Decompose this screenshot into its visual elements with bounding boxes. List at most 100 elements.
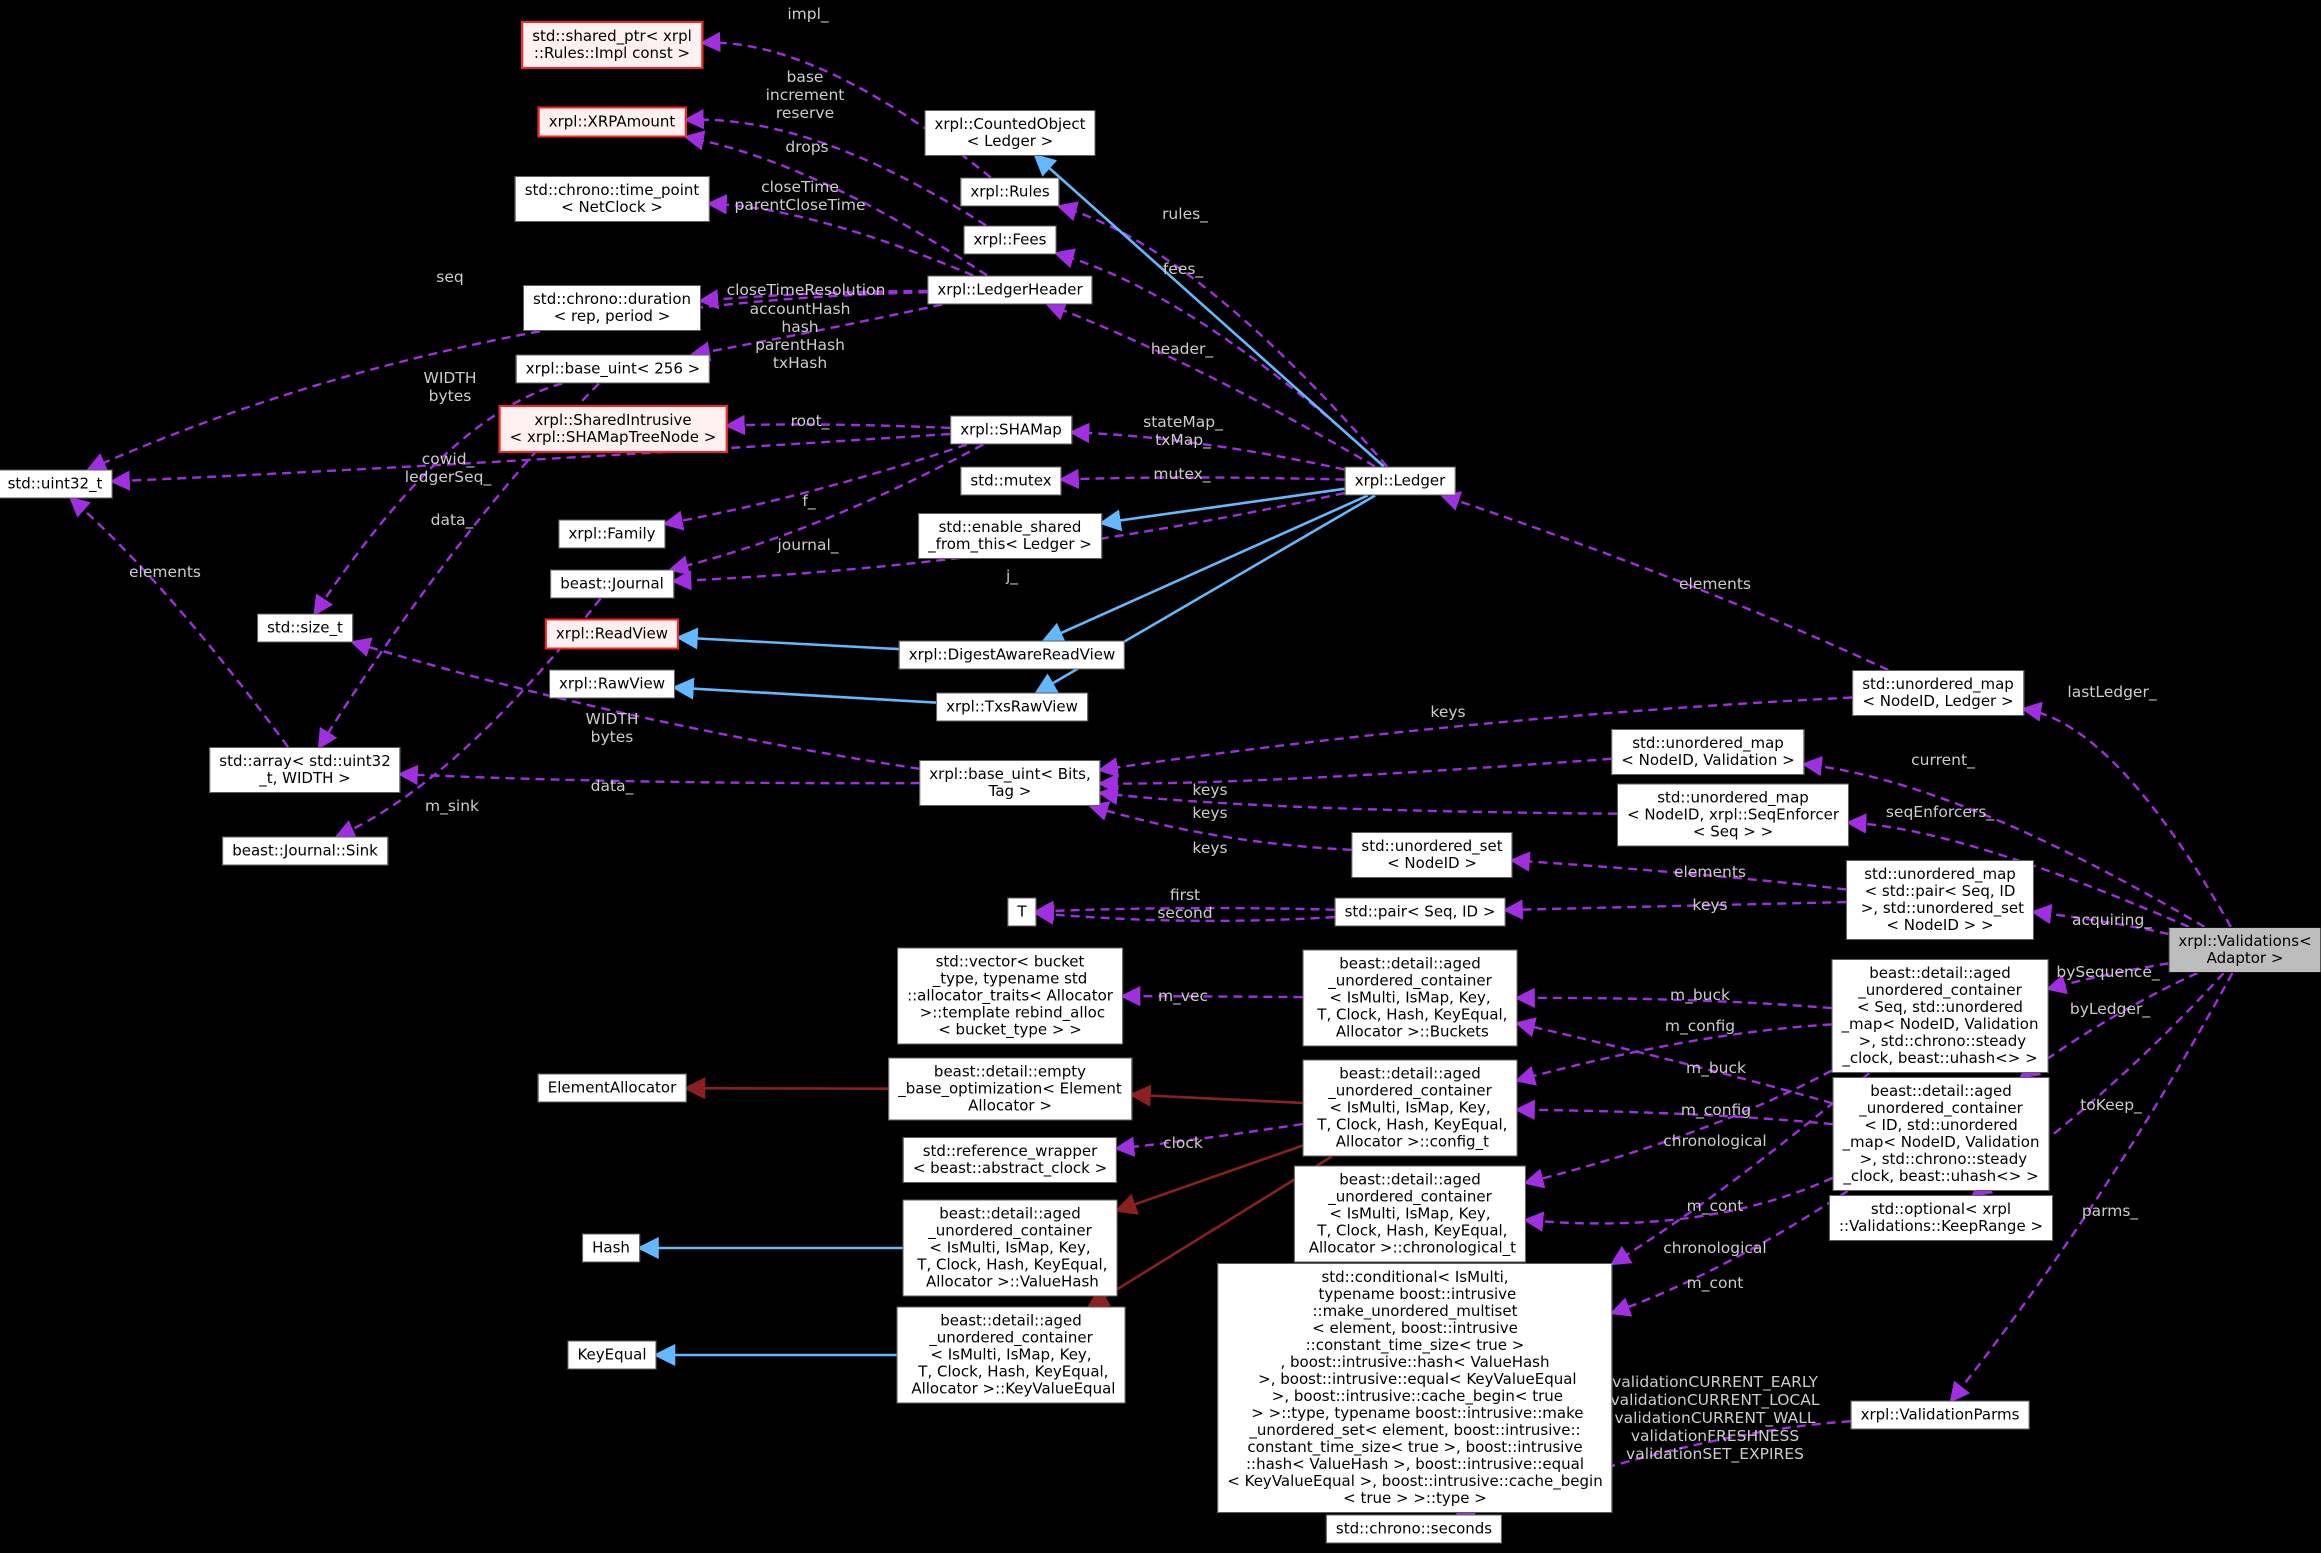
graph-node-hash[interactable]: Hash [582, 1233, 640, 1263]
edge-configt--emptybase [1128, 1084, 1303, 1107]
edge-ledger--counted [1033, 153, 1385, 468]
graph-node-validationparms[interactable]: xrpl::ValidationParms [1850, 1400, 2030, 1430]
edge-label-ledgerheader--baseuint256: accountHash hash parentHash txHash [749, 300, 851, 372]
edge-aged_seq--chronologicalt [1523, 1069, 1833, 1189]
graph-node-readview[interactable]: xrpl::ReadView [544, 618, 680, 650]
graph-node-sharedintrusive[interactable]: xrpl::SharedIntrusive < xrpl::SHAMapTree… [498, 405, 728, 453]
graph-node-baseuint_bits[interactable]: xrpl::base_uint< Bits, Tag > [919, 760, 1101, 806]
graph-node-elementallocator[interactable]: ElementAllocator [537, 1073, 687, 1103]
graph-node-map_pair[interactable]: std::unordered_map < std::pair< Seq, ID … [1845, 860, 2035, 940]
graph-node-family[interactable]: xrpl::Family [558, 519, 666, 549]
edge-label-validations--map_nodeid_validation: current_ [1911, 751, 1975, 769]
edge-label-ledgerheader--timepoint_netclock: closeTime parentCloseTime [734, 178, 866, 214]
edge-label-uset_nodeid--baseuint_bits: keys [1192, 839, 1228, 857]
graph-node-journal_sink[interactable]: beast::Journal::Sink [222, 836, 388, 866]
graph-node-aged_seq[interactable]: beast::detail::aged _unordered_container… [1831, 959, 2049, 1073]
edge-label-shamap--uint32: cowid_ ledgerSeq_ [404, 450, 492, 486]
edge-validations--validationparms [1949, 972, 2234, 1403]
edge-rules--sharedptr_rules_impl [699, 31, 992, 179]
edge-label-validationparms--seconds: validationCURRENT_EARLY validationCURREN… [1610, 1373, 1820, 1463]
edge-label-ledger--rules: rules_ [1162, 205, 1208, 223]
graph-node-uint32[interactable]: std::uint32_t [0, 469, 113, 499]
graph-node-validations[interactable]: xrpl::Validations< Adaptor > [2168, 927, 2321, 973]
edge-label-validations--map_pair: acquiring_ [2071, 911, 2153, 929]
graph-node-conditional[interactable]: std::conditional< IsMulti, typename boos… [1217, 1263, 1613, 1513]
edge-label-ledger--journal: j_ [1005, 567, 1019, 585]
edge-configt--refwrapper [1113, 1122, 1303, 1157]
edge-shamap--uint32 [109, 432, 951, 491]
edge-validations--map_pair [2030, 903, 2169, 936]
graph-node-enableshared[interactable]: std::enable_shared _from_this< Ledger > [918, 513, 1102, 559]
graph-node-map_nodeid_validation[interactable]: std::unordered_map < NodeID, Validation … [1611, 729, 1805, 775]
edge-map_pair--uset_nodeid [1509, 851, 1847, 891]
graph-node-baseuint256[interactable]: xrpl::base_uint< 256 > [515, 354, 711, 384]
edge-label-validations--aged_seq: bySequence_ [2056, 963, 2160, 981]
graph-node-emptybase[interactable]: beast::detail::empty _base_optimization<… [888, 1057, 1132, 1121]
edge-ledger--shamap [1068, 422, 1345, 471]
edge-label-baseuint_bits--sizet: WIDTH bytes [585, 710, 639, 746]
graph-node-map_nodeid_seqenforcer[interactable]: std::unordered_map < NodeID, xrpl::SeqEn… [1616, 783, 1850, 847]
graph-node-shamap[interactable]: xrpl::SHAMap [950, 415, 1072, 445]
graph-node-fees[interactable]: xrpl::Fees [963, 225, 1057, 255]
edge-emptybase--elementallocator [683, 1077, 889, 1100]
graph-node-uset_nodeid[interactable]: std::unordered_set < NodeID > [1351, 832, 1513, 878]
graph-node-sizet[interactable]: std::size_t [257, 613, 353, 643]
graph-node-seconds[interactable]: std::chrono::seconds [1325, 1514, 1503, 1544]
graph-node-valuehash[interactable]: beast::detail::aged _unordered_container… [902, 1199, 1118, 1297]
graph-node-duration[interactable]: std::chrono::duration < rep, period > [522, 285, 702, 331]
graph-node-keyequal[interactable]: KeyEqual [567, 1340, 657, 1370]
edge-ledgerheader--uint32 [85, 291, 928, 472]
graph-node-counted[interactable]: xrpl::CountedObject < Ledger > [924, 110, 1096, 156]
graph-node-ledger[interactable]: xrpl::Ledger [1344, 466, 1456, 496]
graph-node-journal[interactable]: beast::Journal [550, 569, 674, 599]
edge-label-ledgerheader--duration: closeTimeResolution [726, 281, 886, 299]
graph-node-ledgerheader[interactable]: xrpl::LedgerHeader [927, 275, 1093, 305]
edge-label-configt--refwrapper: clock [1163, 1134, 1203, 1152]
graph-node-vector_bucket[interactable]: std::vector< bucket _type, typename std … [897, 947, 1123, 1045]
edge-label-aged_seq--configt: m_config [1664, 1017, 1736, 1035]
graph-node-buckets[interactable]: beast::detail::aged _unordered_container… [1302, 949, 1518, 1047]
edge-aged_id--buckets [1514, 1017, 1833, 1105]
edge-fees--xrpamount [683, 108, 987, 227]
edge-label-ledger--mutex: mutex_ [1153, 465, 1211, 483]
graph-node-xrpamount[interactable]: xrpl::XRPAmount [537, 106, 687, 138]
edge-label-baseuint_bits--array_uint32: data_ [590, 777, 634, 795]
graph-node-map_nodeid_ledger[interactable]: std::unordered_map < NodeID, Ledger > [1852, 670, 2024, 716]
graph-node-pair_seq_id[interactable]: std::pair< Seq, ID > [1334, 897, 1506, 927]
edge-label-aged_id--buckets: m_buck [1685, 1059, 1747, 1077]
graph-node-keyvalueequal[interactable]: beast::detail::aged _unordered_container… [896, 1306, 1126, 1404]
graph-node-timepoint_netclock[interactable]: std::chrono::time_point < NetClock > [514, 176, 710, 222]
edge-label-shamap--journal: journal_ [777, 536, 839, 554]
edge-label-map_nodeid_ledger--baseuint_bits: keys [1430, 703, 1466, 721]
graph-node-digestaware[interactable]: xrpl::DigestAwareReadView [898, 640, 1126, 670]
edge-ledgerheader--xrpamount [683, 130, 988, 277]
graph-node-aged_id[interactable]: beast::detail::aged _unordered_container… [1832, 1077, 2050, 1191]
edge-label-array_uint32--uint32: elements [129, 563, 201, 581]
edge-baseuint_bits--array_uint32 [397, 764, 920, 786]
edge-validations--map_nodeid_validation [1801, 755, 2206, 929]
graph-node-refwrapper[interactable]: std::reference_wrapper < beast::abstract… [902, 1137, 1118, 1183]
edge-pair_seq_id--t_node [1033, 900, 1335, 922]
graph-node-t_node[interactable]: T [1007, 897, 1037, 927]
edge-label-validations--map_nodeid_ledger: lastLedger_ [2067, 683, 2157, 701]
edge-label-rules--sharedptr_rules_impl: impl_ [787, 5, 829, 23]
graph-node-rawview[interactable]: xrpl::RawView [549, 669, 675, 699]
edge-buckets--vector_bucket [1119, 986, 1303, 1007]
edge-label-aged_seq--conditional: m_cont [1686, 1197, 1744, 1215]
edge-label-shamap--family: f_ [802, 492, 816, 510]
graph-node-mutex[interactable]: std::mutex [960, 466, 1062, 496]
edge-label-map_pair--uset_nodeid: elements [1674, 863, 1746, 881]
graph-node-keeprange[interactable]: std::optional< xrpl ::Validations::KeepR… [1828, 1195, 2054, 1241]
graph-node-rules[interactable]: xrpl::Rules [960, 177, 1060, 207]
graph-node-chronologicalt[interactable]: beast::detail::aged _unordered_container… [1293, 1165, 1527, 1263]
graph-node-txsrawview[interactable]: xrpl::TxsRawView [936, 692, 1088, 722]
graph-node-configt[interactable]: beast::detail::aged _unordered_container… [1302, 1059, 1518, 1157]
edge-validations--aged_id [2018, 971, 2198, 1079]
edge-label-map_nodeid_validation--baseuint_bits: keys [1192, 781, 1228, 799]
edge-label-map_nodeid_seqenforcer--baseuint_bits: keys [1192, 804, 1228, 822]
edge-aged_id--conditional [1609, 1189, 1849, 1317]
graph-node-array_uint32[interactable]: std::array< std::uint32 _t, WIDTH > [209, 747, 401, 793]
graph-node-sharedptr_rules_impl[interactable]: std::shared_ptr< xrpl ::Rules::Impl cons… [521, 21, 703, 69]
edge-map_pair--pair_seq_id [1502, 899, 1847, 920]
